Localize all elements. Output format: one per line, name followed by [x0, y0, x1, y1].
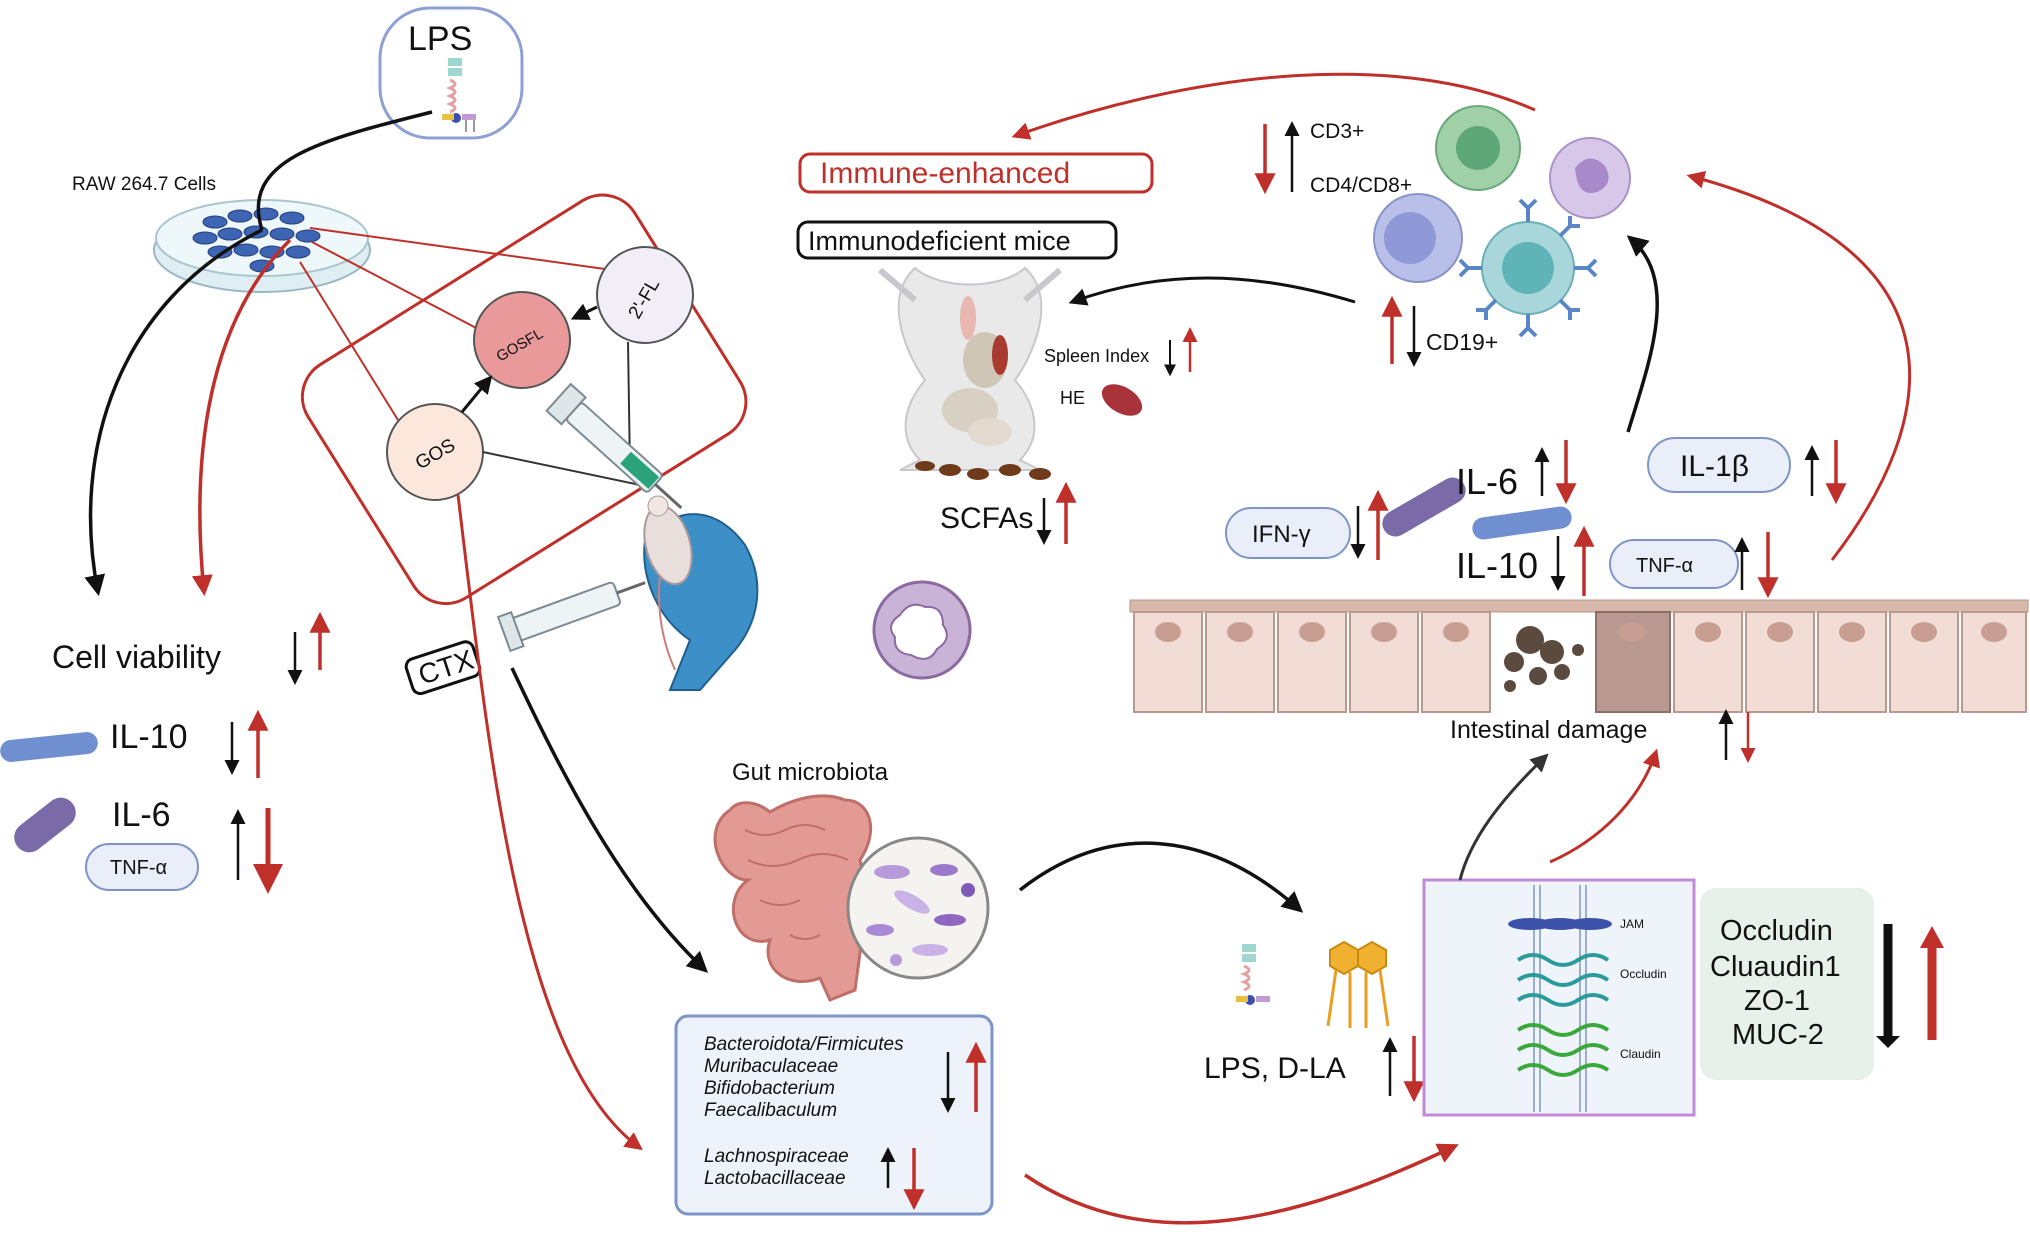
cd4cd8-label: CD4/CD8+	[1310, 174, 1412, 197]
bact-3: Bifidobacterium	[704, 1078, 835, 1099]
lps-top-label: LPS	[408, 20, 472, 58]
gut-microbiota-label: Gut microbiota	[732, 759, 889, 786]
ifng-label: IFN-γ	[1252, 521, 1311, 548]
il10-right-label: IL-10	[1456, 545, 1538, 586]
tj-2: Cluaudin1	[1710, 951, 1841, 983]
gosfl-node: GOSFL	[473, 291, 571, 389]
cd19-label: CD19+	[1426, 329, 1498, 355]
he-label: HE	[1060, 388, 1085, 408]
green-cell-icon	[1435, 105, 1521, 191]
il6-left-label: IL-6	[112, 796, 171, 834]
immunodeficient-mice-label: Immunodeficient mice	[808, 226, 1071, 256]
lps-dla-label: LPS, D-LA	[1204, 1052, 1346, 1085]
fl2-node: 2'-FL	[596, 246, 694, 344]
tj-4: MUC-2	[1732, 1019, 1824, 1051]
b-cell-antibody-icon	[1458, 198, 1598, 338]
syringe-ctx-icon	[496, 581, 646, 653]
lps-molecule-icon	[442, 58, 476, 132]
occludin-small-label: Occludin	[1620, 967, 1667, 981]
bact-2: Muribaculaceae	[704, 1056, 838, 1077]
petri-dish-icon	[153, 199, 371, 293]
tnf-left-pill	[85, 843, 199, 891]
intestinal-epithelium	[1129, 599, 2029, 713]
cell-viability-label: Cell viability	[52, 639, 221, 675]
gos-node: GOS	[386, 403, 484, 501]
bacteria-magnifier-icon	[846, 836, 990, 980]
immune-enhanced-label: Immune-enhanced	[820, 157, 1070, 190]
dla-molecule-icon	[1326, 940, 1390, 1028]
feces-icon	[915, 461, 1051, 480]
lps-box: LPS	[378, 6, 524, 140]
syringe-icon	[545, 382, 683, 509]
il10-right-blue-bar	[1472, 506, 1572, 540]
tj-down-arrow-head	[1876, 1036, 1900, 1048]
tj-3: ZO-1	[1744, 985, 1810, 1017]
tnf-left-label: TNF-α	[110, 857, 167, 879]
scfas-label: SCFAs	[940, 502, 1033, 535]
tight-junction-box	[1422, 878, 1696, 1117]
cd3-label: CD3+	[1310, 120, 1364, 143]
bact-1: Bacteroidota/Firmicutes	[704, 1034, 904, 1055]
il1b-pill	[1647, 437, 1791, 493]
il6-right-purple-bar	[1382, 477, 1466, 537]
immune-enhanced-box	[798, 152, 1154, 194]
il10-blue-bar	[0, 732, 98, 762]
il6-purple-bar	[14, 797, 76, 853]
mouse-anatomy-icon	[878, 266, 1062, 471]
tj-up-arrow-head	[1920, 926, 1944, 948]
claudin-small-label: Claudin	[1620, 1047, 1661, 1061]
tj-protein-box	[1700, 888, 1874, 1080]
tnf-right-label: TNF-α	[1636, 555, 1693, 577]
intestine-icon	[713, 794, 873, 1002]
bact-4: Faecalibaculum	[704, 1100, 837, 1121]
bact-6: Lactobacillaceae	[704, 1168, 846, 1189]
il6-right-label: IL-6	[1456, 461, 1518, 502]
jam-label: JAM	[1620, 917, 1644, 931]
hand-mouse-icon	[643, 495, 759, 691]
spleen-index-label: Spleen Index	[1044, 346, 1149, 366]
tight-junction-icon	[1508, 885, 1612, 1112]
il1b-label: IL-1β	[1680, 450, 1749, 483]
ctx-tag: CTX	[404, 640, 482, 696]
intestine-section-icon	[872, 580, 972, 680]
bact-5: Lachnospiraceae	[704, 1146, 849, 1167]
tj-1: Occludin	[1720, 915, 1833, 947]
raw-cells-label: RAW 264.7 Cells	[72, 174, 216, 195]
intestinal-damage-label: Intestinal damage	[1450, 716, 1647, 744]
il10-left-label: IL-10	[110, 718, 188, 756]
spleen-icon	[1101, 384, 1143, 416]
purple-cell-icon	[1549, 137, 1631, 219]
lps-small-icon	[1236, 944, 1270, 1005]
ifng-pill	[1225, 507, 1351, 559]
blue-cell-icon	[1373, 193, 1463, 283]
tnf-right-pill	[1609, 539, 1739, 589]
immunodeficient-mice-box	[796, 220, 1118, 260]
